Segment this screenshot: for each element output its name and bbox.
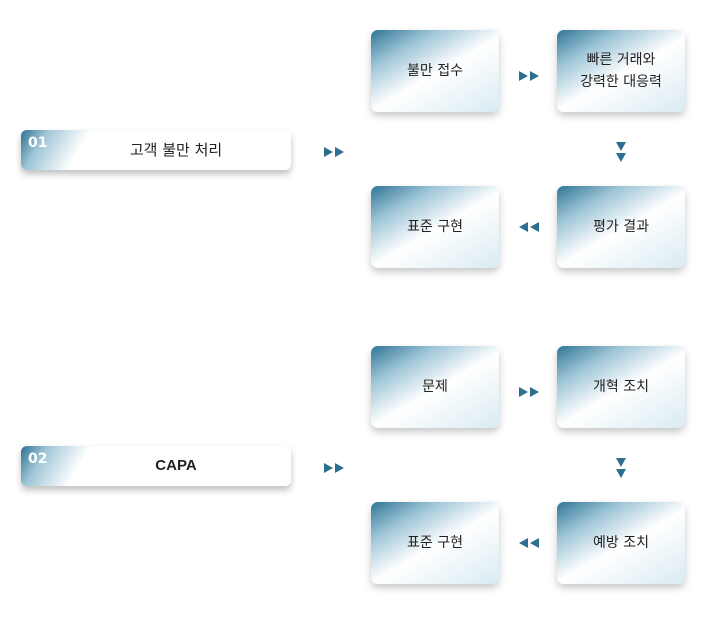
double-arrow-right-icon xyxy=(519,70,541,82)
section-number: 02 xyxy=(28,451,48,467)
card-top-left: 문제 xyxy=(371,346,499,428)
card-bottom-left: 표준 구현 xyxy=(371,186,499,268)
double-arrow-right-icon xyxy=(324,462,346,474)
double-arrow-down-icon xyxy=(615,458,627,480)
card-top-left: 불만 접수 xyxy=(371,30,499,112)
section-header-02: 02 CAPA xyxy=(21,446,291,486)
section-header-01: 01 고객 불만 처리 xyxy=(21,130,291,170)
card-label: 표준 구현 xyxy=(407,535,463,551)
card-top-right: 개혁 조치 xyxy=(557,346,685,428)
section-title: 고객 불만 처리 xyxy=(129,141,223,159)
double-arrow-left-icon xyxy=(519,221,541,233)
card-label: 개혁 조치 xyxy=(593,379,649,395)
card-label: 빠른 거래와 강력한 대응력 xyxy=(580,52,662,90)
card-top-right: 빠른 거래와 강력한 대응력 xyxy=(557,30,685,112)
card-label: 문제 xyxy=(422,379,448,395)
card-bottom-right: 평가 결과 xyxy=(557,186,685,268)
card-label: 표준 구현 xyxy=(407,219,463,235)
double-arrow-left-icon xyxy=(519,537,541,549)
section-title: CAPA xyxy=(155,457,197,474)
card-label: 평가 결과 xyxy=(593,219,649,235)
card-label: 불만 접수 xyxy=(407,63,463,79)
double-arrow-right-icon xyxy=(324,146,346,158)
section-number: 01 xyxy=(28,135,48,151)
card-bottom-right: 예방 조치 xyxy=(557,502,685,584)
card-bottom-left: 표준 구현 xyxy=(371,502,499,584)
double-arrow-right-icon xyxy=(519,386,541,398)
double-arrow-down-icon xyxy=(615,142,627,164)
card-label: 예방 조치 xyxy=(593,535,649,551)
